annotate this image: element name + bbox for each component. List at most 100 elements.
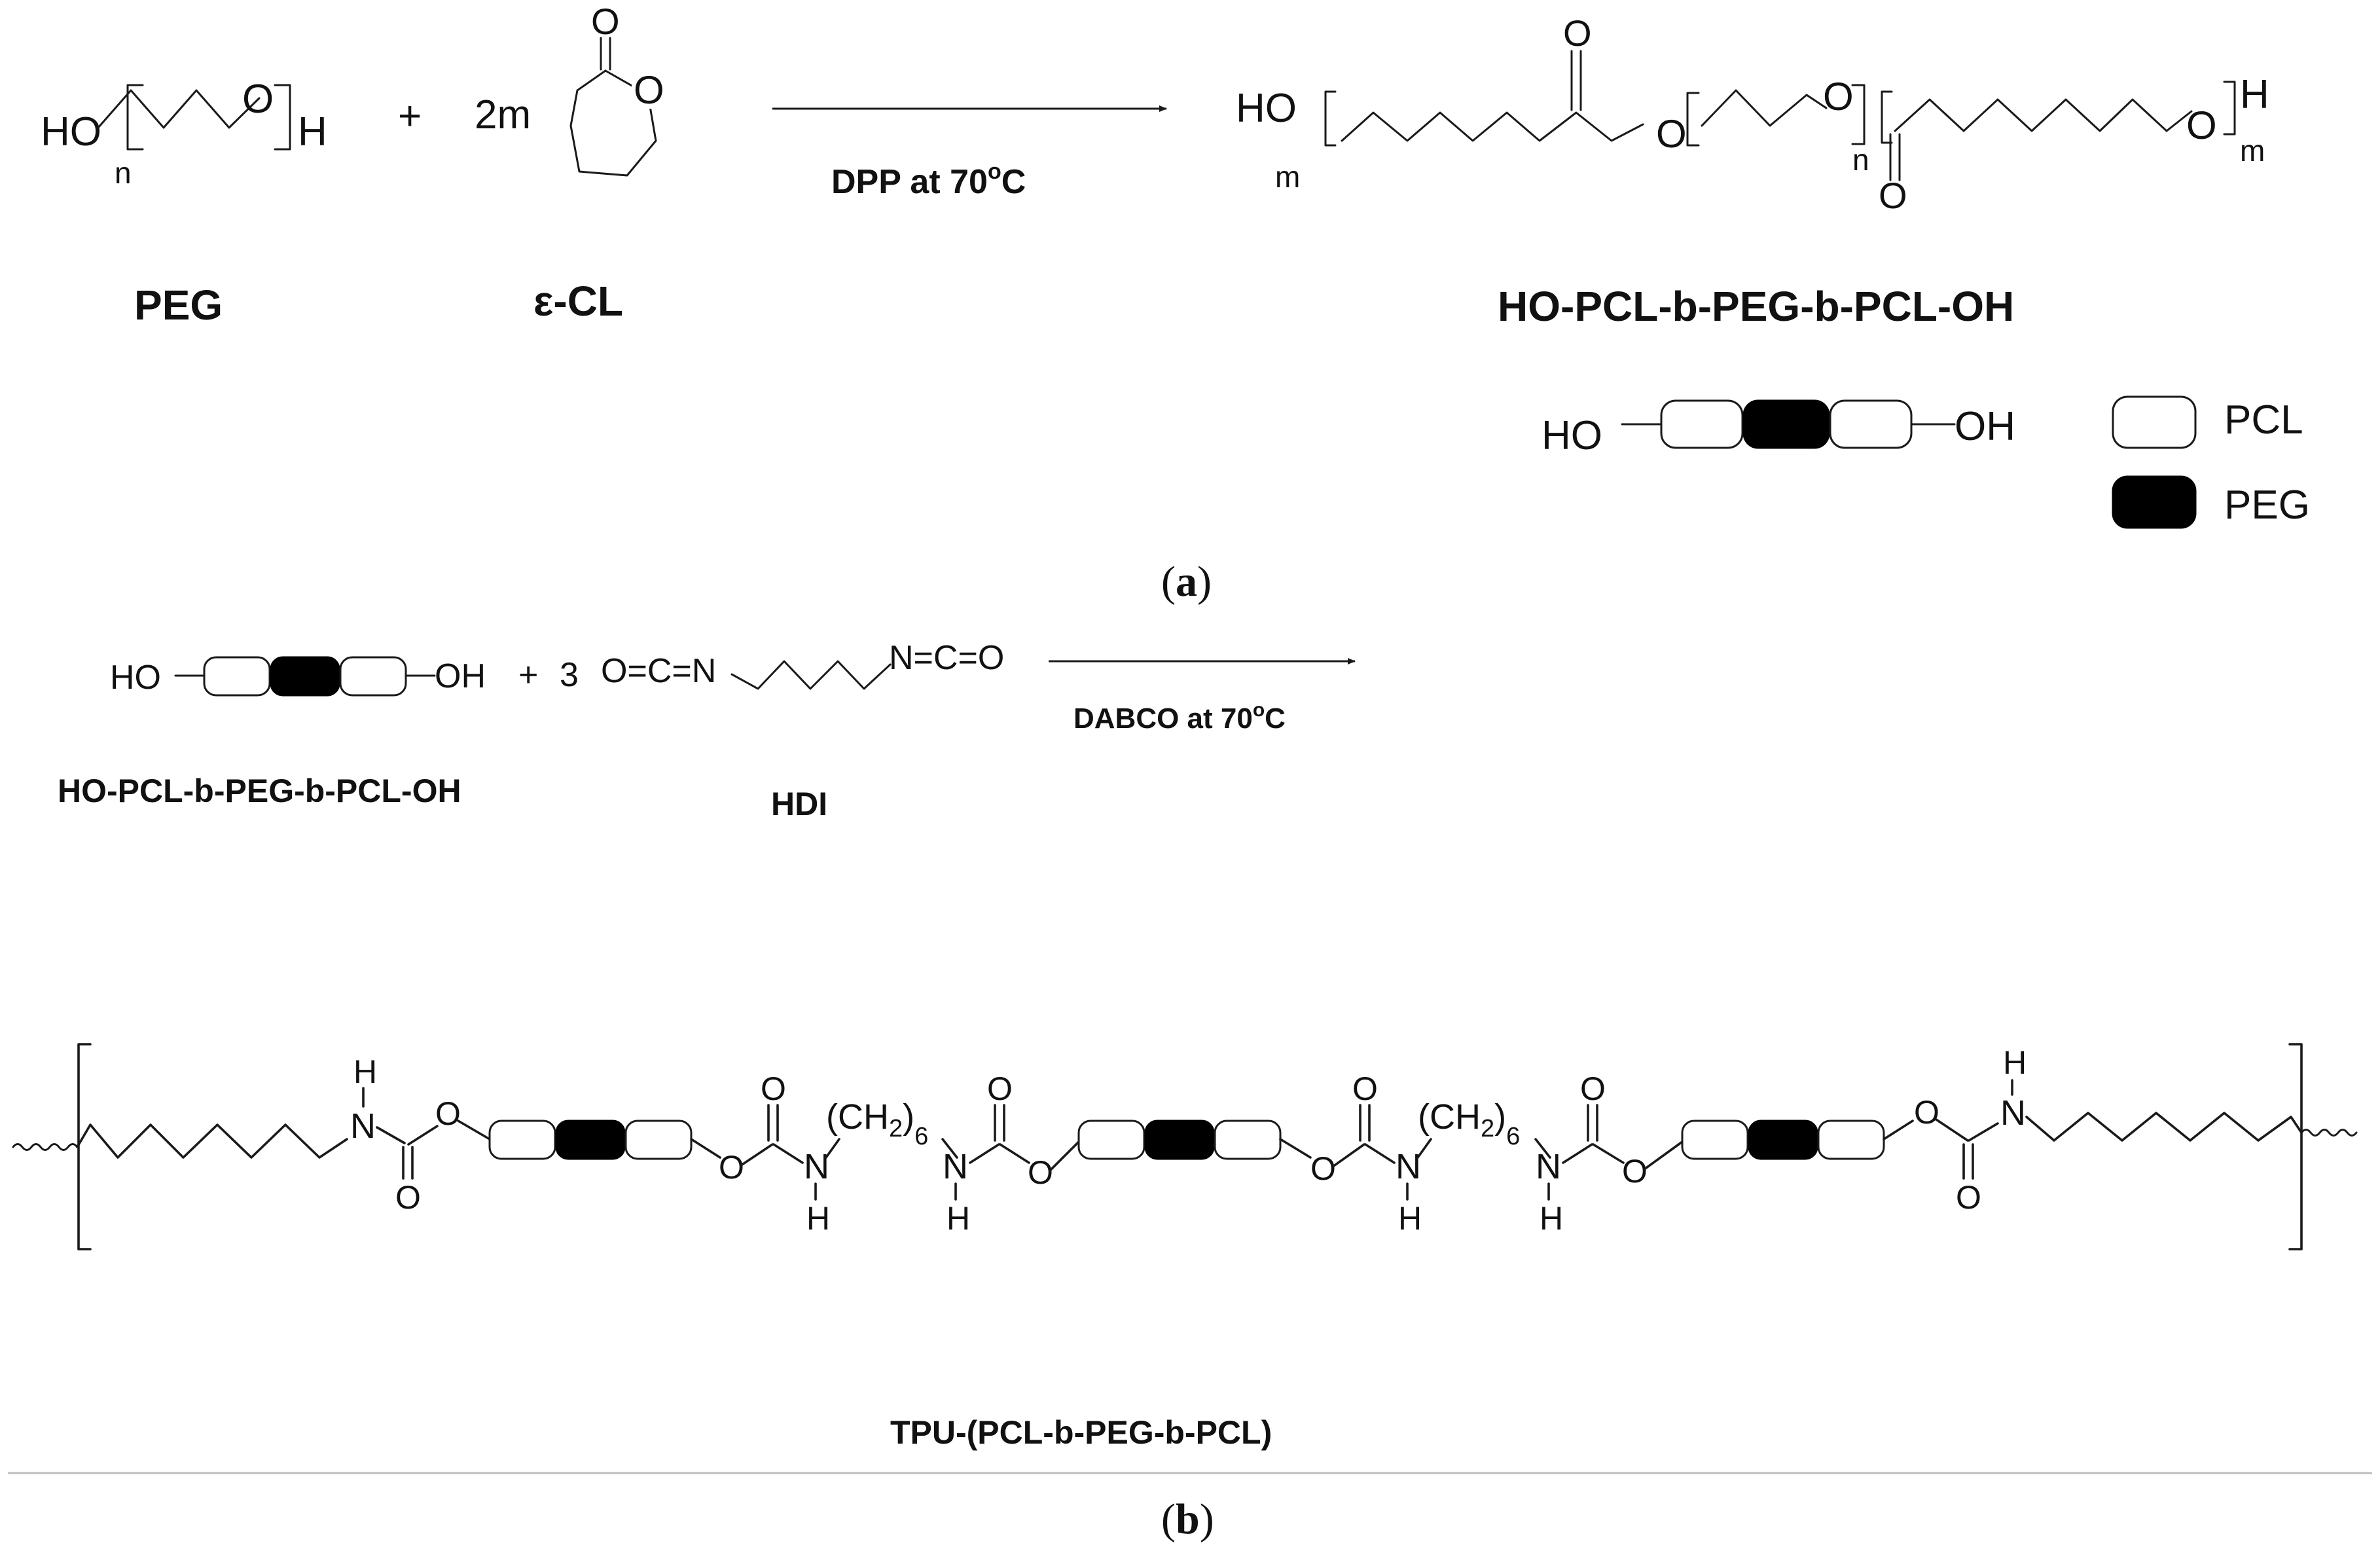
panel-a: HO n O H PEG + 2m O O ε-CL DPP at 70oC H… [41,1,2310,606]
product-bracket-3 [1851,84,1866,145]
peg-structure: HO n O H PEG [41,77,327,329]
product-m-right: m [2240,134,2265,168]
tpu-o-4: O [761,1070,786,1107]
tpu-o-1: O [395,1179,421,1216]
tpu-o-2: O [435,1095,461,1132]
caprolactone-ring-o: O [634,68,664,112]
hexamethylene-left [76,1123,348,1159]
caption-b: (b) [1161,1495,1214,1543]
peg-o: O [242,77,274,122]
product-bracket-5 [2223,81,2236,136]
peg-bracket-left [126,84,144,151]
pcl-block [1214,1120,1282,1160]
schematic-ho: HO [1542,413,1602,458]
triblock-product-structure: HO m O O O n O O H m HO-PCL-b-PEG-b-PCL-… [1236,12,2269,330]
pcl-block [1681,1120,1749,1160]
peg-block [1144,1120,1215,1160]
reactant-oh: OH [435,657,486,695]
peg-block [270,656,340,697]
peg-ho: HO [41,109,101,155]
hdi-left: O=C=N [601,652,716,690]
pcl-block [203,656,271,697]
tpu-n-3: N [943,1147,968,1186]
caprolactone-carbonyl-o: O [591,1,620,42]
peg-backbone [97,89,261,129]
product-carbonyl-o-2: O [1879,175,1907,216]
peg-bracket-right [274,84,291,151]
schematic-oh: OH [1955,404,2015,449]
hdi-name: HDI [771,786,827,822]
triblock-schematic-a: HO OH [1542,399,2015,458]
pcl-block [624,1120,693,1160]
legend: PCL PEG [2112,395,2310,529]
caption-a: (a) [1161,558,1212,606]
tpu-n-2: N [804,1147,829,1186]
product-bracket-1 [1324,90,1337,147]
product-carbonyl-2 [1889,133,1901,181]
legend-pcl-label: PCL [2224,397,2303,443]
pcl-block [1829,399,1913,449]
tpu-h-4: H [1398,1200,1422,1237]
tpu-n-5: N [1536,1147,1561,1186]
product-carbonyl-o-1: O [1563,12,1592,54]
hexamethylene-right [2025,1112,2303,1142]
peg-h: H [298,109,327,155]
tpu-o-7: O [1310,1150,1336,1187]
tpu-o-11: O [1914,1094,1939,1131]
pcl-block [339,656,407,697]
product-n: n [1852,143,1869,177]
condition-b: DABCO at 70oC [1073,699,1286,735]
pcl-chain-right [1894,98,2193,132]
tpu-o-6: O [1028,1154,1053,1191]
reactant-ho: HO [110,659,161,697]
peg-block [1742,399,1830,449]
tpu-o-3: O [719,1149,744,1186]
tpu-o-5: O [987,1070,1013,1107]
plus-sign-b: + [518,656,538,694]
tpu-n-1: N [350,1106,376,1146]
peg-chain [1701,89,1828,127]
product-ether-o: O [1823,75,1854,118]
pcl-block [1077,1120,1145,1160]
triblock-schematic-b: HO OH HO-PCL-b-PEG-b-PCL-OH [58,656,486,809]
tpu-h-1: H [353,1053,377,1090]
product-bracket-2 [1686,92,1700,147]
wavy-end-left [12,1143,79,1151]
reactant-name: HO-PCL-b-PEG-b-PCL-OH [58,773,461,809]
pcl-block [488,1120,556,1160]
legend-pcl-swatch [2112,395,2197,449]
tpu-ch2-2: (CH2)6 [1418,1097,1520,1150]
product-carbonyl-1 [1570,50,1582,111]
caprolactone-name: ε-CL [533,278,623,325]
tpu-o-10: O [1622,1153,1648,1190]
tpu-bracket-right [2288,1043,2303,1250]
pcl-chain-left [1341,111,1644,142]
tpu-n-6: N [2000,1093,2026,1133]
tpu-o-8: O [1352,1070,1378,1107]
tpu-o-9: O [1580,1070,1606,1107]
hdi-chain [730,660,892,690]
hdi-structure: O=C=N N=C=O HDI [601,639,1004,822]
tpu-h-3: H [947,1200,970,1237]
product-ho: HO [1236,86,1297,131]
product-h: H [2240,72,2269,117]
product-bracket-4 [1881,90,1893,144]
tpu-ch2-1: (CH2)6 [826,1097,928,1150]
pcl-block [1817,1120,1885,1160]
tpu-h-2: H [806,1200,830,1237]
tpu-n-4: N [1396,1147,1421,1186]
peg-block [1748,1120,1818,1160]
wavy-end-right [2300,1129,2358,1137]
product-m-left: m [1275,160,1300,194]
plus-sign-a: + [398,94,422,139]
pcl-block [1660,399,1744,449]
tpu-bracket-left [77,1043,92,1250]
legend-peg-swatch [2112,475,2197,529]
tpu-o-12: O [1956,1179,1981,1216]
peg-name: PEG [134,282,223,329]
condition-a: DPP at 70oC [831,159,1026,201]
tpu-structure: H N O O O O N H (CH2)6 N H [12,1043,2358,1451]
hdi-right: N=C=O [889,639,1004,677]
peg-n: n [115,156,132,190]
